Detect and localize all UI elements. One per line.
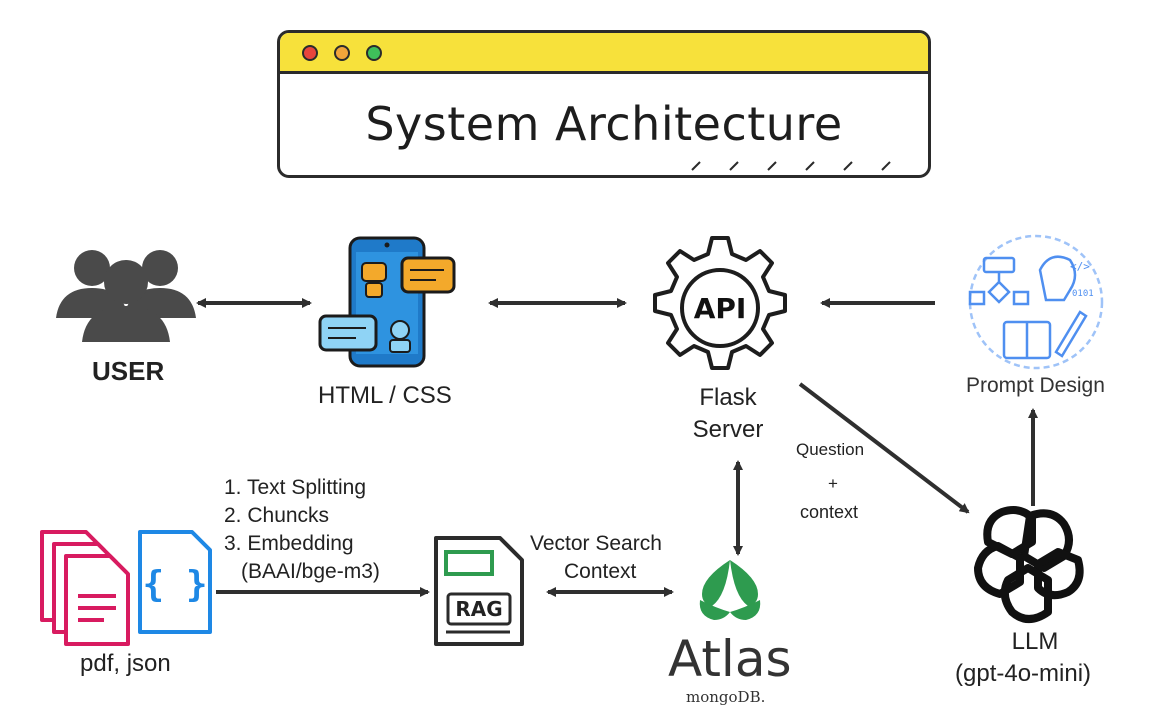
frontend-label: HTML / CSS [318, 382, 452, 409]
svg-text:0101: 0101 [1072, 289, 1094, 299]
rag-document-icon [434, 536, 524, 646]
user-group-icon [56, 250, 196, 342]
ingest-step-3: 3. Embedding [224, 532, 354, 555]
svg-text:{ }: { } [142, 564, 207, 605]
mongodb-label: mongoDB. [686, 688, 766, 706]
llm-label-line1: LLM [1011, 628, 1059, 655]
prompt-design-label: Prompt Design [966, 374, 1105, 397]
mongodb-leaf-icon [699, 560, 761, 620]
llm-label-line2: (gpt-4o-mini) [955, 660, 1092, 687]
atlas-label: Atlas [668, 630, 792, 688]
flask-label-line1: Flask [699, 384, 757, 411]
api-gear-icon [653, 236, 787, 370]
svg-text:</>: </> [1070, 260, 1090, 273]
title-window: System Architecture [277, 30, 931, 178]
maximize-dot-icon [366, 45, 382, 61]
question-label-line2: + [828, 474, 838, 493]
flask-label-line2: Server [692, 416, 764, 443]
ingest-step-2: 2. Chuncks [224, 504, 330, 527]
title-hatch-marks [691, 161, 891, 171]
files-label: pdf, json [80, 650, 171, 677]
pdf-files-icon [40, 530, 130, 646]
json-file-icon: { } [138, 530, 212, 634]
diagram-title: System Architecture [365, 97, 843, 151]
question-label-line1: Question [796, 440, 865, 459]
ingest-step-4: (BAAI/bge-m3) [241, 560, 380, 583]
ingest-step-1: 1. Text Splitting [224, 476, 367, 499]
prompt-design-icon: </> 0101 [968, 234, 1104, 370]
api-icon-label: API [693, 292, 747, 325]
question-label-line3: context [800, 502, 859, 522]
title-window-bar [280, 33, 928, 74]
api-llm-arrow [798, 382, 970, 514]
vector-search-label-line2: Context [564, 560, 637, 583]
minimize-dot-icon [334, 45, 350, 61]
rag-icon-label: RAG [455, 597, 503, 621]
user-label: USER [92, 356, 165, 386]
close-dot-icon [302, 45, 318, 61]
chat-phone-icon [318, 236, 456, 368]
vector-search-label-line1: Vector Search [530, 532, 662, 555]
openai-logo-icon [974, 506, 1084, 623]
